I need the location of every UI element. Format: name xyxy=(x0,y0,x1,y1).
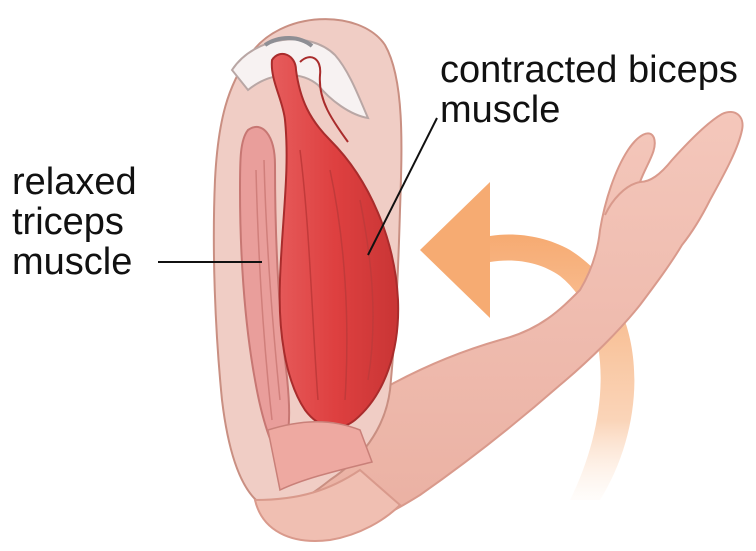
biceps-label-line2: muscle xyxy=(440,90,738,130)
triceps-label: relaxed triceps muscle xyxy=(12,162,137,282)
triceps-label-line1: relaxed xyxy=(12,162,137,202)
biceps-label-line1: contracted biceps xyxy=(440,50,738,90)
triceps-label-line3: muscle xyxy=(12,242,137,282)
triceps-label-line2: triceps xyxy=(12,202,137,242)
biceps-label: contracted biceps muscle xyxy=(440,50,738,130)
